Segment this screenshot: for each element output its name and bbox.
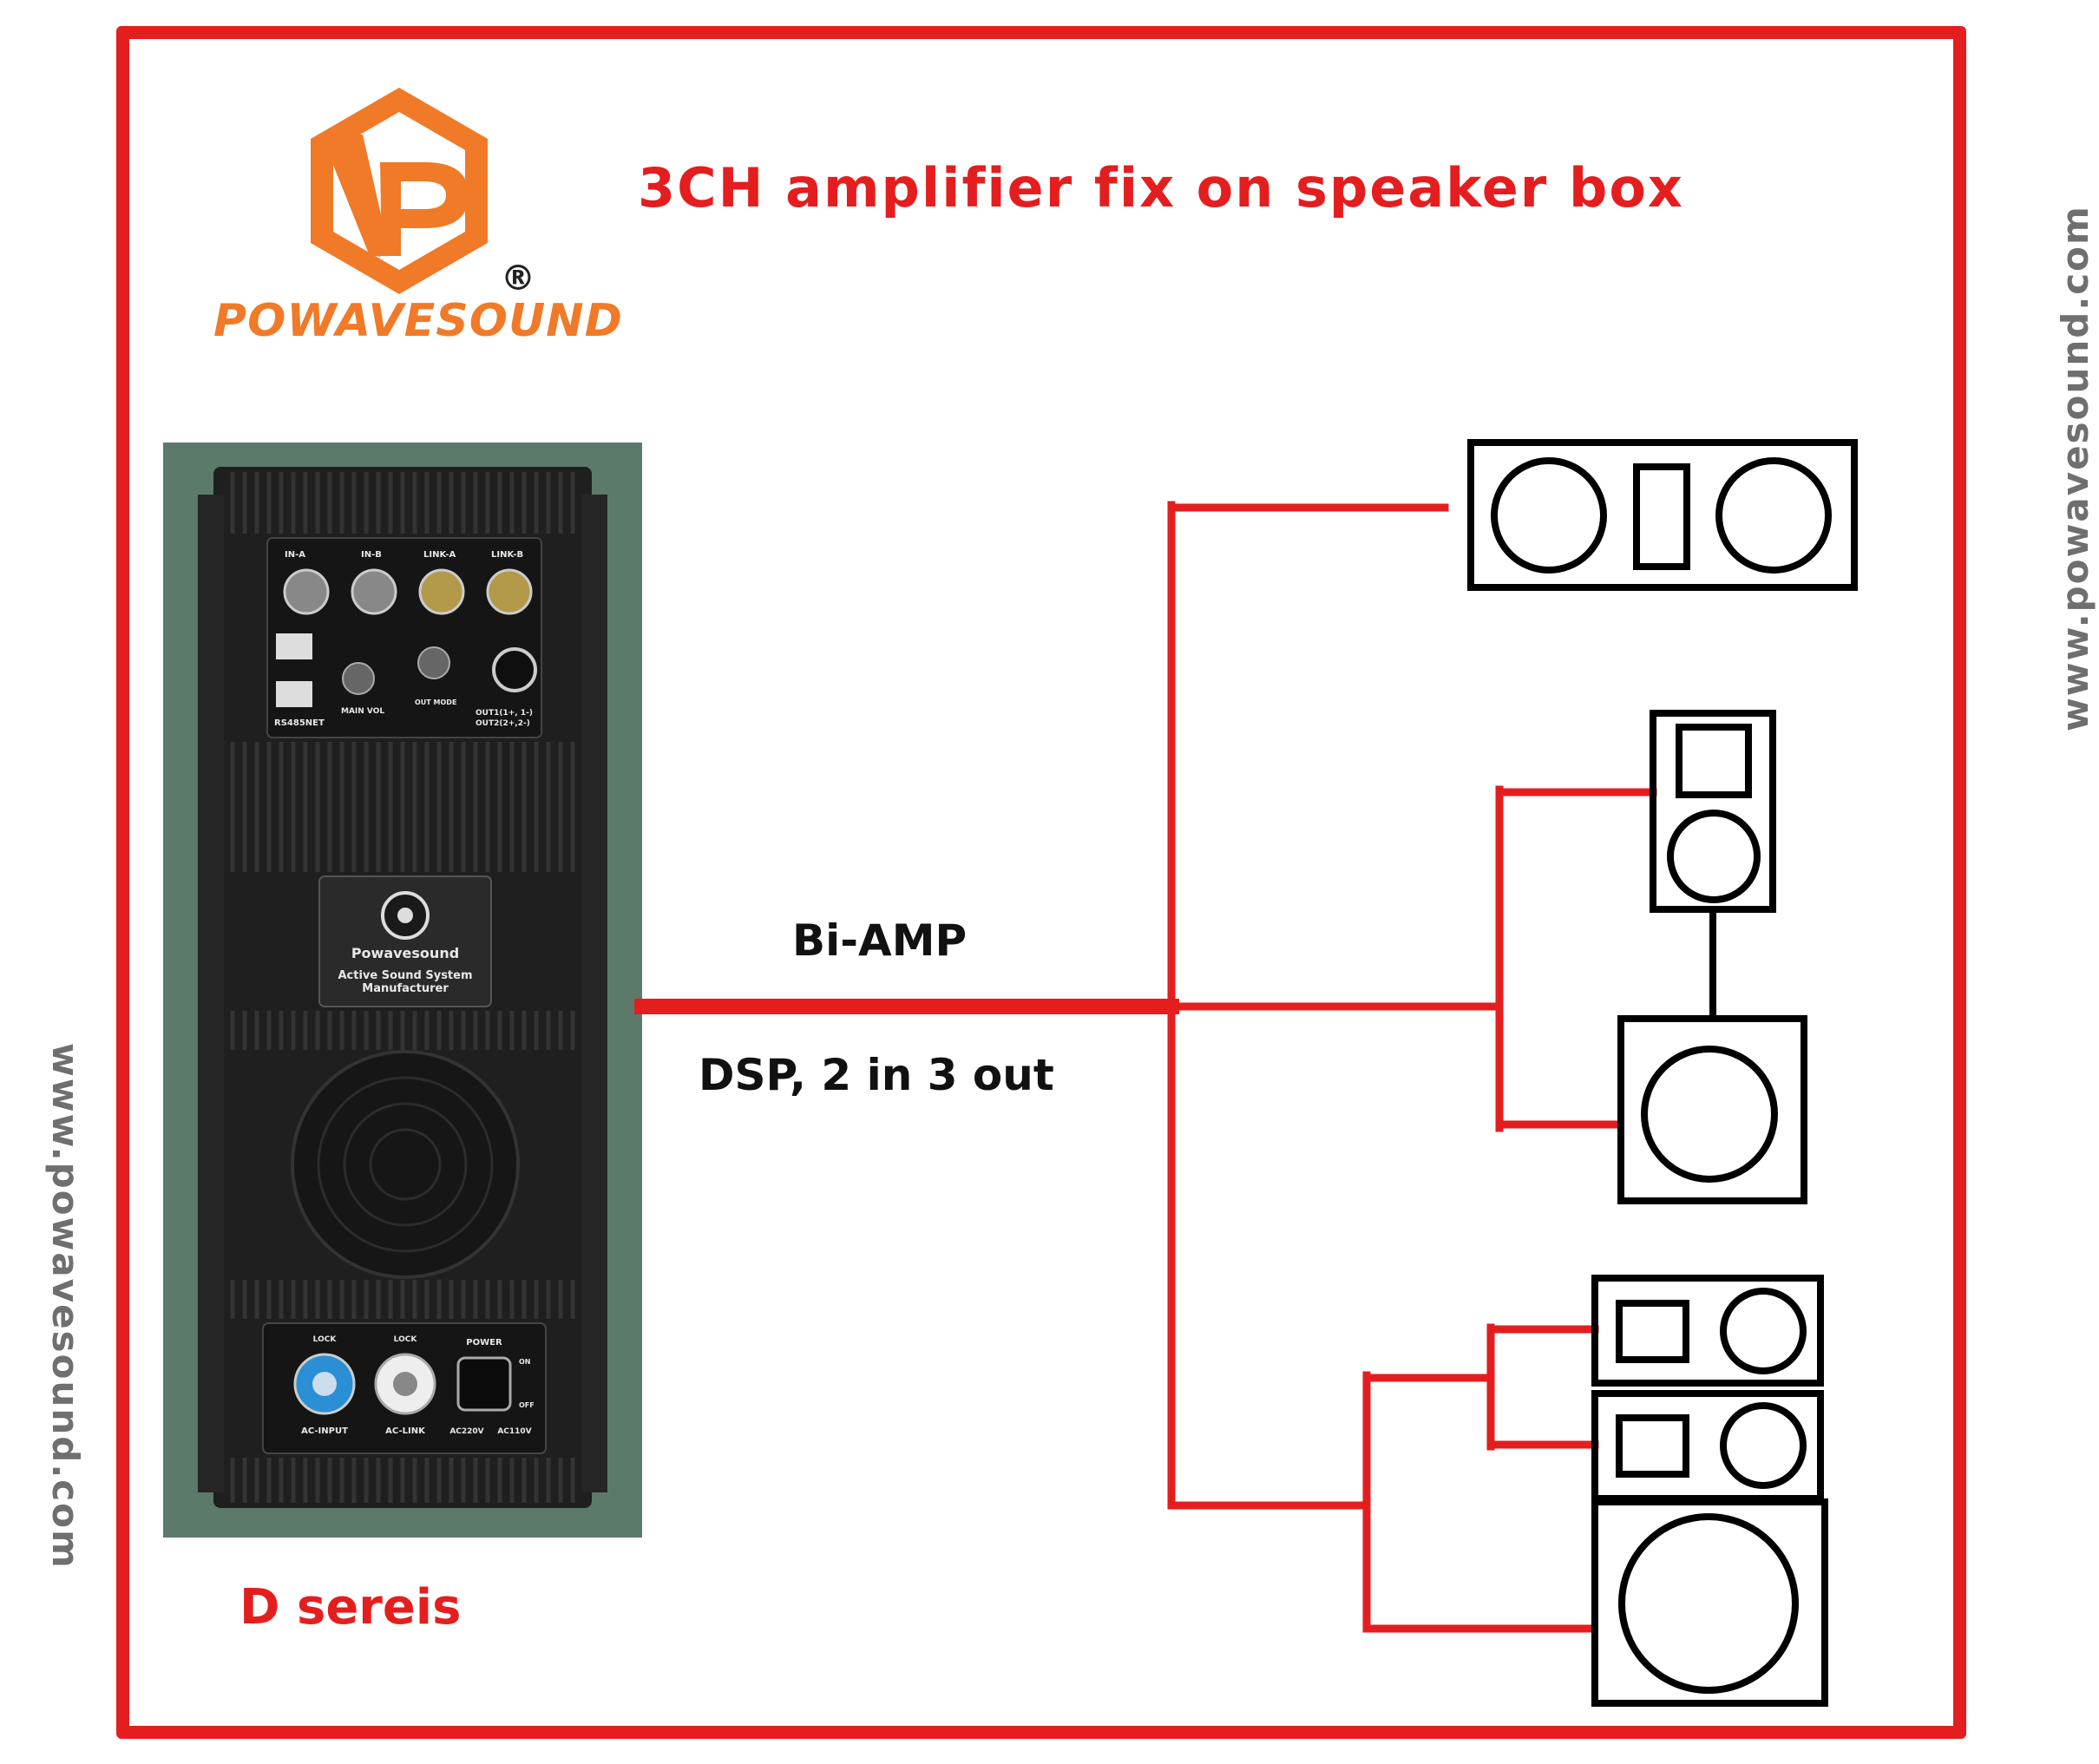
connection-mode-label: Bi-AMP: [792, 915, 968, 966]
amplifier-module-photo: IN-A IN-B LINK-A LINK-B RS485NET MAIN VO…: [163, 443, 642, 1538]
amp-label-main-vol: MAIN VOL: [341, 707, 384, 716]
amp-label-rs485: RS485NET: [274, 718, 325, 728]
speaker-line-array: [1467, 439, 1858, 591]
amp-label-ac-link: AC-LINK: [385, 1426, 426, 1436]
amp-label-link-a: LINK-A: [423, 550, 456, 560]
amp-label-out1: OUT1(1+, 1-): [476, 709, 533, 718]
brand-name: POWAVESOUND: [213, 295, 623, 347]
amp-label-on: ON: [519, 1358, 531, 1366]
speaker-stack-two-tops-sub: [1591, 1275, 1828, 1707]
amp-label-link-b: LINK-B: [491, 550, 523, 560]
registered-mark: ®: [501, 259, 535, 298]
connection-spec-label: DSP, 2 in 3 out: [699, 1050, 1054, 1100]
powavesound-logo-icon: [311, 88, 488, 294]
amp-plate-sub2: Manufacturer: [362, 982, 449, 995]
amp-plate-sub1: Active Sound System: [338, 969, 472, 982]
amp-label-ac110: AC110V: [497, 1427, 531, 1436]
amp-label-lock-2: LOCK: [394, 1335, 418, 1344]
amp-label-out2: OUT2(2+,2-): [476, 719, 530, 728]
red-border-frame: [116, 26, 1966, 1739]
amp-label-lock-1: LOCK: [313, 1335, 338, 1344]
amp-label-in-a: IN-A: [285, 550, 305, 560]
amp-label-in-b: IN-B: [361, 550, 382, 560]
amp-label-off: OFF: [519, 1401, 535, 1409]
speaker-top-with-sub: [1617, 710, 1807, 1204]
diagram-title: 3CH amplifier fix on speaker box: [638, 156, 1684, 220]
amp-label-ac220: AC220V: [449, 1427, 483, 1436]
signal-wires: [634, 501, 1657, 1633]
amp-label-power: POWER: [466, 1338, 502, 1348]
amp-label-out-mode: OUT MODE: [415, 698, 456, 706]
series-label: D sereis: [239, 1579, 462, 1636]
watermark-left: www.powavesound.com: [44, 1042, 87, 1570]
amp-label-ac-input: AC-INPUT: [301, 1426, 348, 1436]
amp-plate-brand: Powavesound: [351, 945, 459, 961]
